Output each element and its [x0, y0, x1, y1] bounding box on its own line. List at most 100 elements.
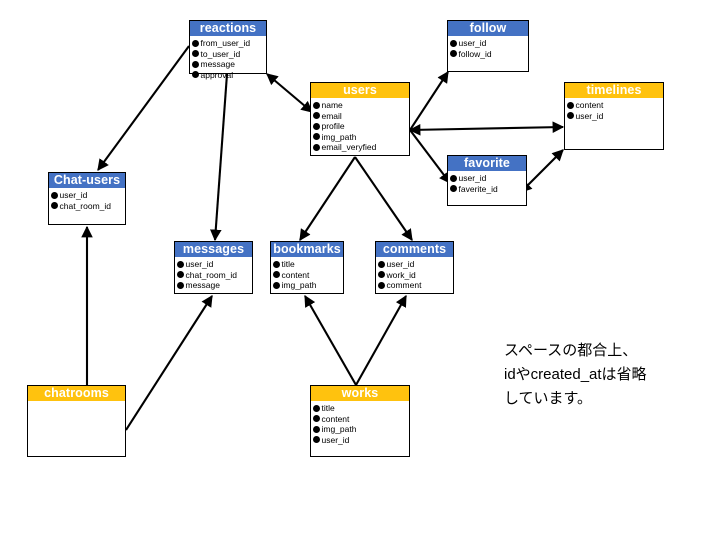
field-label: user_id: [575, 110, 604, 121]
field-row: img_path: [311, 132, 409, 143]
field-label: faverite_id: [458, 183, 498, 194]
field-row: title: [311, 403, 409, 414]
field-row: content: [271, 270, 343, 281]
field-label: profile: [321, 121, 345, 131]
field-bullet-icon: [313, 404, 320, 412]
field-bullet-icon: [450, 185, 457, 193]
field-label: work_id: [386, 269, 416, 280]
field-label: user_id: [458, 38, 487, 48]
field-row: comment: [376, 280, 453, 291]
field-row: user_id: [376, 259, 453, 270]
field-row: follow_id: [448, 49, 528, 60]
field-label: email_veryfied: [321, 142, 377, 152]
field-label: title: [281, 259, 295, 269]
field-row: name: [311, 100, 409, 111]
field-label: content: [281, 269, 310, 280]
field-row: from_user_id: [190, 38, 266, 49]
entity-title-comments: comments: [376, 242, 453, 257]
entity-title-follow: follow: [448, 21, 528, 36]
field-row: user_id: [175, 259, 252, 270]
field-bullet-icon: [313, 143, 320, 151]
field-row: to_user_id: [190, 49, 266, 60]
relation-users-bookmarks: [299, 156, 356, 241]
field-row: content: [311, 414, 409, 425]
field-bullet-icon: [51, 202, 58, 210]
field-bullet-icon: [192, 39, 199, 47]
field-bullet-icon: [450, 39, 457, 47]
entity-chatrooms[interactable]: chatrooms: [27, 385, 126, 457]
field-label: message: [185, 280, 221, 290]
field-row: work_id: [376, 270, 453, 281]
field-label: user_id: [321, 434, 350, 445]
field-row: user_id: [565, 111, 663, 122]
field-bullet-icon: [192, 50, 199, 58]
field-bullet-icon: [378, 281, 385, 289]
field-bullet-icon: [313, 415, 320, 423]
entity-title-reactions: reactions: [190, 21, 266, 36]
field-bullet-icon: [51, 191, 58, 199]
field-row: message: [175, 280, 252, 291]
field-label: chat_room_id: [59, 200, 112, 211]
relation-reactions-chatusers: [97, 45, 190, 171]
field-label: content: [575, 100, 604, 110]
entity-title-favorite: favorite: [448, 156, 526, 171]
field-label: img_path: [321, 131, 357, 142]
field-row: user_id: [49, 190, 125, 201]
relation-users-favorite: [409, 129, 451, 184]
field-label: name: [321, 100, 343, 110]
field-row: user_id: [448, 173, 526, 184]
field-row: faverite_id: [448, 184, 526, 195]
field-label: message: [200, 59, 236, 69]
field-row: email: [311, 111, 409, 122]
entity-title-users: users: [311, 83, 409, 98]
field-bullet-icon: [273, 281, 280, 289]
field-row: chat_room_id: [49, 201, 125, 212]
field-label: email: [321, 110, 342, 121]
entity-title-bookmarks: bookmarks: [271, 242, 343, 257]
relation-chatrooms-messages: [125, 295, 213, 431]
field-bullet-icon: [378, 271, 385, 279]
entity-title-timelines: timelines: [565, 83, 663, 98]
field-row: chat_room_id: [175, 270, 252, 281]
relation-users-comments: [354, 156, 413, 241]
relation-users-timelines: [408, 121, 565, 136]
field-row: message: [190, 59, 266, 70]
field-bullet-icon: [450, 174, 457, 182]
relation-reactions-users: [266, 73, 313, 113]
field-label: user_id: [59, 190, 88, 200]
relation-works-comments: [355, 294, 407, 386]
field-bullet-icon: [177, 260, 184, 268]
entity-fields-chatrooms: [28, 401, 125, 405]
field-row: email_veryfied: [311, 142, 409, 153]
field-bullet-icon: [378, 260, 385, 268]
field-bullet-icon: [450, 50, 457, 58]
field-label: follow_id: [458, 48, 492, 59]
field-label: to_user_id: [200, 48, 241, 59]
relation-works-bookmarks: [304, 294, 357, 386]
field-label: from_user_id: [200, 38, 251, 48]
field-label: img_path: [281, 280, 317, 290]
field-row: profile: [311, 121, 409, 132]
field-row: img_path: [271, 280, 343, 291]
field-bullet-icon: [177, 281, 184, 289]
field-row: approval: [190, 70, 266, 81]
